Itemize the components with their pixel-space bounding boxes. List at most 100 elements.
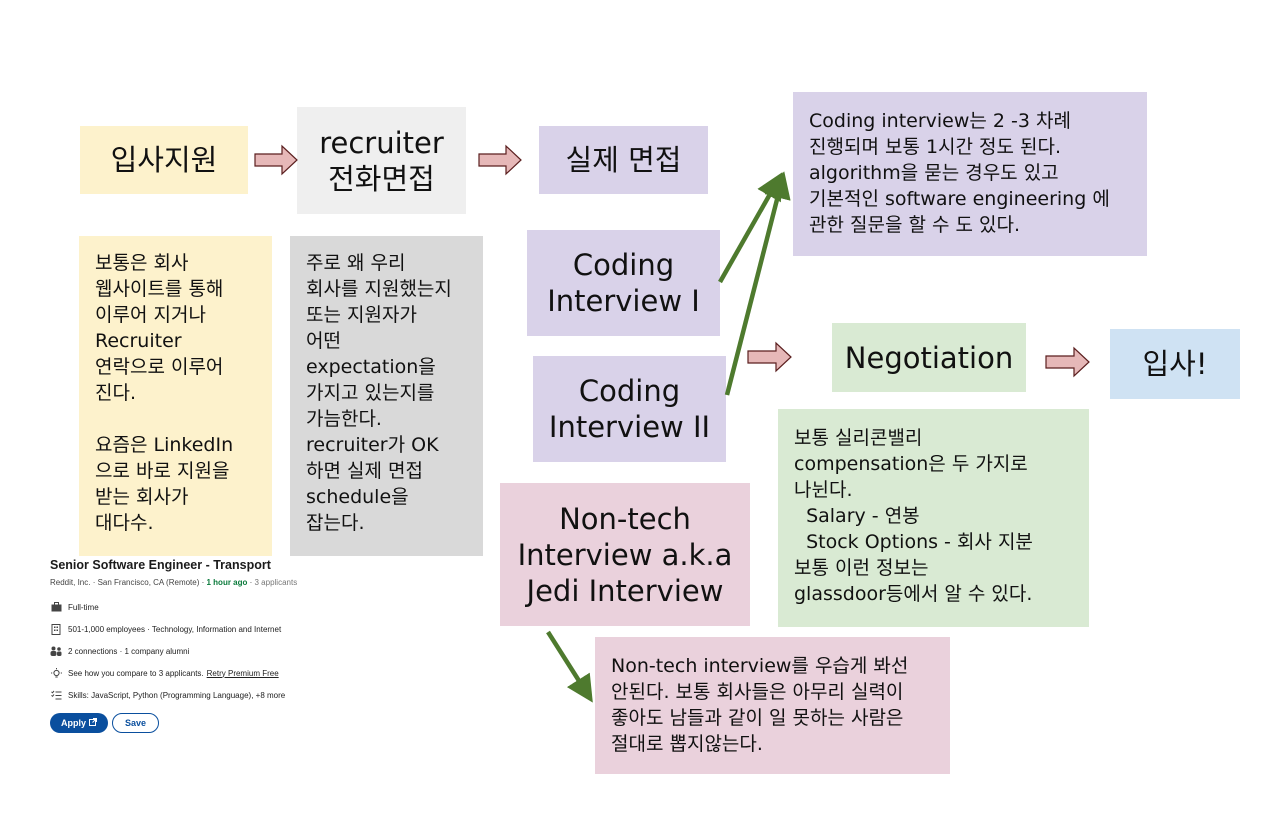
note-line: 보통은 회사 <box>95 252 189 274</box>
note-line: 받는 회사가 <box>95 486 189 508</box>
checklist-icon <box>50 689 62 701</box>
nontech-note: Non-tech interview를 우습게 봐선 안된다. 보통 회사들은 … <box>595 637 950 774</box>
nontech-line: Jedi Interview <box>526 573 724 608</box>
job-type-row: Full-time <box>50 601 310 613</box>
note-line: 어떤 <box>306 330 341 352</box>
note-line: 연락으로 이루어 <box>95 356 224 378</box>
hired-label: 입사! <box>1142 347 1208 381</box>
note-line: Coding interview는 2 -3 차례 <box>809 110 1071 132</box>
note-line: 으로 바로 지원을 <box>95 460 230 482</box>
note-line: glassdoor등에서 알 수 있다. <box>794 583 1033 605</box>
arrow-apply-to-recruiter <box>254 144 298 176</box>
nontech-line: Non-tech <box>559 501 691 536</box>
note-line: Salary - 연봉 <box>794 505 920 527</box>
job-meta: Reddit, Inc. · San Francisco, CA (Remote… <box>50 578 310 587</box>
people-icon <box>50 645 62 657</box>
nontech-interview-box: Non-tech Interview a.k.a Jedi Interview <box>500 483 750 626</box>
note-line: 나뉜다. <box>794 479 853 501</box>
arrow-negotiation-to-hired <box>1045 346 1090 378</box>
note-line: Stock Options - 회사 지분 <box>794 531 1033 553</box>
apply-note: 보통은 회사 웹사이트를 통해 이루어 지거나 Recruiter 연락으로 이… <box>79 236 272 556</box>
coding2-line: Interview II <box>548 410 711 444</box>
coding1-line: Interview I <box>547 284 700 318</box>
note-line: 진행되며 보통 1시간 정도 된다. <box>809 136 1062 158</box>
note-line: 진다. <box>95 382 136 404</box>
note-line: 회사를 지원했는지 <box>306 278 452 300</box>
separator: · <box>90 578 98 587</box>
note-line: 주로 왜 우리 <box>306 252 406 274</box>
compare-row: See how you compare to 3 applicants. Ret… <box>50 667 310 679</box>
note-line: 가지고 있는지를 <box>306 382 435 404</box>
job-location: San Francisco, CA (Remote) <box>97 578 200 587</box>
recruiter-note: 주로 왜 우리 회사를 지원했는지 또는 지원자가 어떤 expectation… <box>290 236 483 556</box>
note-line: 기본적인 software engineering 에 <box>809 188 1110 210</box>
arrow-to-negotiation <box>747 341 792 373</box>
negotiation-note: 보통 실리콘밸리 compensation은 두 가지로 나뉜다. Salary… <box>778 409 1089 627</box>
coding-interview-2-box: Coding Interview II <box>533 356 726 462</box>
arrow-coding2-to-note <box>724 171 791 396</box>
note-line: 절대로 뽑지않는다. <box>611 733 763 755</box>
arrow-recruiter-to-onsite <box>478 144 522 176</box>
note-line: 이루어 지거나 <box>95 304 206 326</box>
apply-label: 입사지원 <box>110 143 218 177</box>
recruiter-call-line: 전화면접 <box>328 161 435 196</box>
apply-button-label: Apply <box>61 718 87 728</box>
separator: · <box>199 578 207 587</box>
note-line: 또는 지원자가 <box>306 304 417 326</box>
job-title[interactable]: Senior Software Engineer - Transport <box>50 558 271 572</box>
coding-note: Coding interview는 2 -3 차례 진행되며 보통 1시간 정도… <box>793 92 1147 256</box>
lightbulb-icon <box>50 667 62 679</box>
note-line: 좋아도 남들과 같이 일 못하는 사람은 <box>611 707 904 729</box>
note-line: algorithm을 묻는 경우도 있고 <box>809 162 1059 184</box>
apply-box: 입사지원 <box>80 126 248 194</box>
apply-button[interactable]: Apply <box>50 713 109 733</box>
building-icon <box>50 623 62 635</box>
note-line: 관한 질문을 할 수 도 있다. <box>809 214 1021 236</box>
job-type: Full-time <box>68 602 99 612</box>
note-line: Non-tech interview를 우습게 봐선 <box>611 655 909 677</box>
note-line: schedule을 <box>306 486 409 508</box>
applicant-count: 3 applicants <box>254 578 298 587</box>
connections-row: 2 connections · 1 company alumni <box>50 645 310 657</box>
note-line: recruiter가 OK <box>306 434 439 456</box>
note-line: expectation을 <box>306 356 436 378</box>
note-line: 대다수. <box>95 512 154 534</box>
job-actions: Apply Save <box>50 713 310 733</box>
premium-link[interactable]: Retry Premium Free <box>206 668 279 678</box>
compare-text: See how you compare to 3 applicants. <box>68 668 204 678</box>
coding1-line: Coding <box>572 248 675 282</box>
note-line: 잡는다. <box>306 512 365 534</box>
arrow-nontech-to-note <box>546 630 593 703</box>
note-line: 보통 이런 정보는 <box>794 557 929 579</box>
company-info: 501-1,000 employees · Technology, Inform… <box>68 624 282 634</box>
skills-row: Skills: JavaScript, Python (Programming … <box>50 689 310 701</box>
briefcase-icon <box>50 601 62 613</box>
onsite-box: 실제 면접 <box>539 126 708 194</box>
note-line: 안된다. 보통 회사들은 아무리 실력이 <box>611 681 904 703</box>
recruiter-call-line: recruiter <box>319 125 444 160</box>
coding2-line: Coding <box>578 374 681 408</box>
company-name[interactable]: Reddit, Inc. <box>50 578 91 587</box>
note-line: 웹사이트를 통해 <box>95 278 224 300</box>
negotiation-label: Negotiation <box>844 340 1014 375</box>
external-link-icon <box>89 718 98 728</box>
note-line: 요즘은 LinkedIn <box>95 434 234 456</box>
note-line: 보통 실리콘밸리 <box>794 427 923 449</box>
nontech-line: Interview a.k.a <box>517 537 733 572</box>
note-line: 하면 실제 면접 <box>306 460 423 482</box>
note-line: Recruiter <box>95 330 182 352</box>
note-line: compensation은 두 가지로 <box>794 453 1028 475</box>
separator: · <box>247 578 255 587</box>
note-line: 가늠한다. <box>306 408 382 430</box>
job-card: Senior Software Engineer - Transport Red… <box>50 558 310 733</box>
coding-interview-1-box: Coding Interview I <box>527 230 720 336</box>
onsite-label: 실제 면접 <box>565 143 682 177</box>
negotiation-box: Negotiation <box>832 323 1026 392</box>
posted-time: 1 hour ago <box>206 578 248 587</box>
connections-text: 2 connections · 1 company alumni <box>68 646 190 656</box>
recruiter-call-box: recruiter 전화면접 <box>297 107 466 214</box>
skills-text[interactable]: Skills: JavaScript, Python (Programming … <box>68 690 286 700</box>
save-button[interactable]: Save <box>112 713 160 733</box>
company-info-row: 501-1,000 employees · Technology, Inform… <box>50 623 310 635</box>
